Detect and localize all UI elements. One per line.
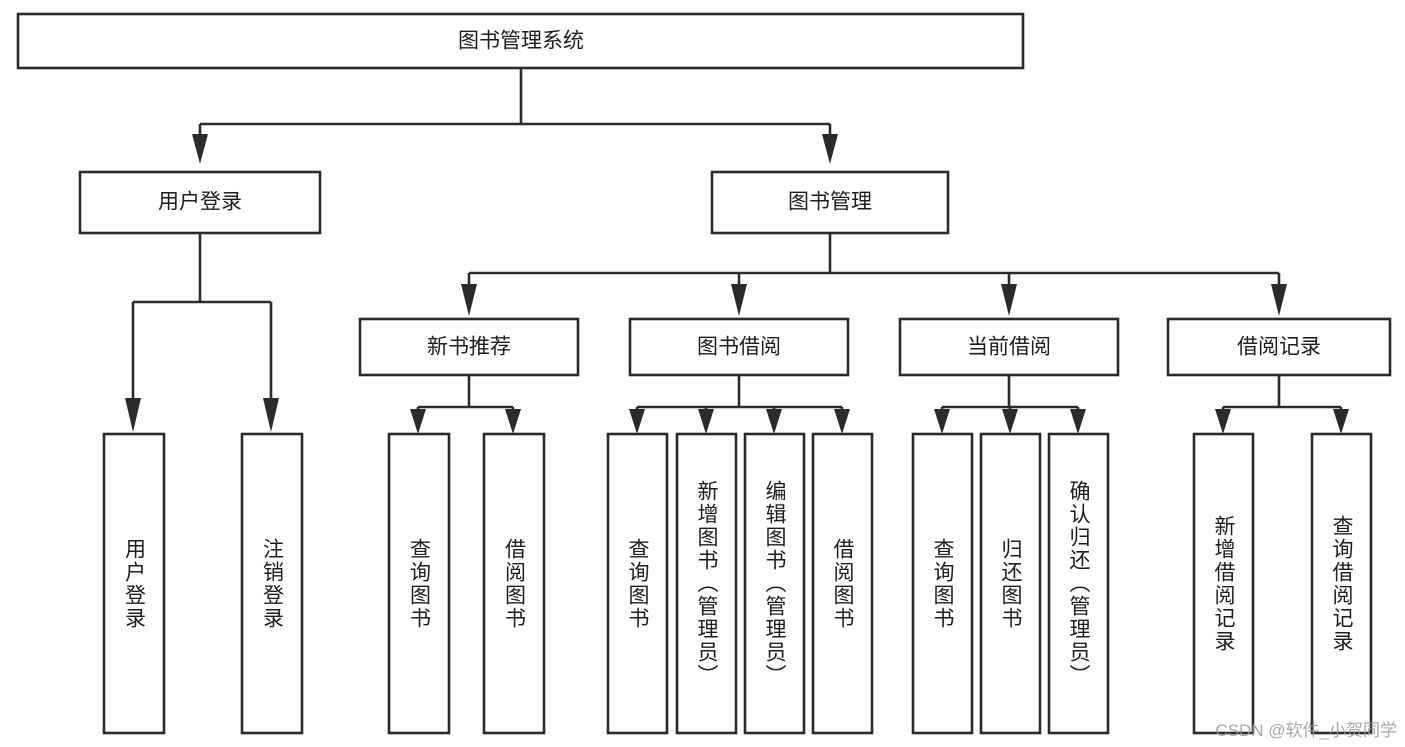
connector-group-root bbox=[192, 68, 838, 164]
arrow-root-to-userlogin bbox=[192, 134, 208, 164]
leaf-box-borrow-record-2[interactable] bbox=[1310, 432, 1373, 735]
node-new-book-recommend[interactable] bbox=[358, 317, 580, 377]
arrow-currentborrow-leaf-3 bbox=[1070, 409, 1086, 434]
arrow-bookmgmt-child-2 bbox=[731, 284, 747, 316]
leaf-box-book-borrow-3[interactable] bbox=[743, 432, 806, 735]
arrow-bookmgmt-child-4 bbox=[1271, 284, 1287, 316]
node-user-login-label: 用户登录 bbox=[158, 191, 242, 214]
leaf-box-book-borrow-2[interactable] bbox=[675, 432, 738, 735]
connector-group-userlogin bbox=[125, 233, 279, 432]
arrow-root-to-bookmgmt bbox=[822, 134, 838, 164]
leaf-box-current-borrow-2[interactable] bbox=[979, 432, 1042, 735]
leaf-box-new-book-1[interactable] bbox=[387, 432, 451, 735]
arrow-userlogin-leaf-2 bbox=[263, 398, 279, 432]
node-root[interactable] bbox=[16, 12, 1025, 70]
arrow-currentborrow-leaf-2 bbox=[1002, 409, 1018, 434]
csdn-watermark: CSDN @软件_小贺同学 bbox=[1215, 721, 1397, 740]
arrow-bookborrow-leaf-4 bbox=[834, 409, 850, 434]
arrow-borrowrecord-leaf-1 bbox=[1215, 409, 1231, 434]
connector-group-bookmgmt bbox=[461, 233, 1287, 316]
node-book-borrow-label: 图书借阅 bbox=[697, 336, 781, 359]
arrow-newbook-leaf-1 bbox=[410, 409, 426, 434]
node-borrow-record[interactable] bbox=[1166, 317, 1392, 377]
node-user-login[interactable] bbox=[78, 170, 322, 235]
node-root-label: 图书管理系统 bbox=[458, 30, 584, 53]
connector-group-currentborrow bbox=[934, 375, 1086, 434]
arrow-newbook-leaf-2 bbox=[505, 409, 521, 434]
leaf-box-user-login-2[interactable] bbox=[240, 432, 304, 735]
node-book-borrow[interactable] bbox=[628, 317, 850, 377]
node-current-borrow[interactable] bbox=[898, 317, 1120, 377]
node-current-borrow-label: 当前借阅 bbox=[967, 336, 1051, 359]
node-borrow-record-label: 借阅记录 bbox=[1237, 336, 1321, 359]
leaf-box-book-borrow-1[interactable] bbox=[606, 432, 669, 735]
arrow-bookmgmt-child-1 bbox=[461, 284, 477, 316]
arrow-bookborrow-leaf-1 bbox=[629, 409, 645, 434]
arrow-bookborrow-leaf-2 bbox=[698, 409, 714, 434]
leaf-box-current-borrow-3[interactable] bbox=[1047, 432, 1110, 735]
leaf-box-book-borrow-4[interactable] bbox=[811, 432, 874, 735]
connector-group-bookborrow bbox=[629, 375, 850, 434]
leaf-box-current-borrow-1[interactable] bbox=[911, 432, 974, 735]
leaf-box-borrow-record-1[interactable] bbox=[1192, 432, 1255, 735]
arrow-borrowrecord-leaf-2 bbox=[1333, 409, 1349, 434]
arrow-userlogin-leaf-1 bbox=[125, 398, 141, 432]
arrow-currentborrow-leaf-1 bbox=[934, 409, 950, 434]
node-book-management-label: 图书管理 bbox=[788, 191, 872, 214]
connector-group-newbook bbox=[410, 375, 521, 434]
arrow-bookborrow-leaf-3 bbox=[766, 409, 782, 434]
leaf-box-user-login-1[interactable] bbox=[102, 432, 166, 735]
node-new-book-recommend-label: 新书推荐 bbox=[427, 336, 511, 359]
node-book-management[interactable] bbox=[710, 170, 950, 235]
arrow-bookmgmt-child-3 bbox=[1001, 284, 1017, 316]
leaf-box-new-book-2[interactable] bbox=[482, 432, 546, 735]
connector-group-borrowrecord bbox=[1215, 375, 1349, 434]
